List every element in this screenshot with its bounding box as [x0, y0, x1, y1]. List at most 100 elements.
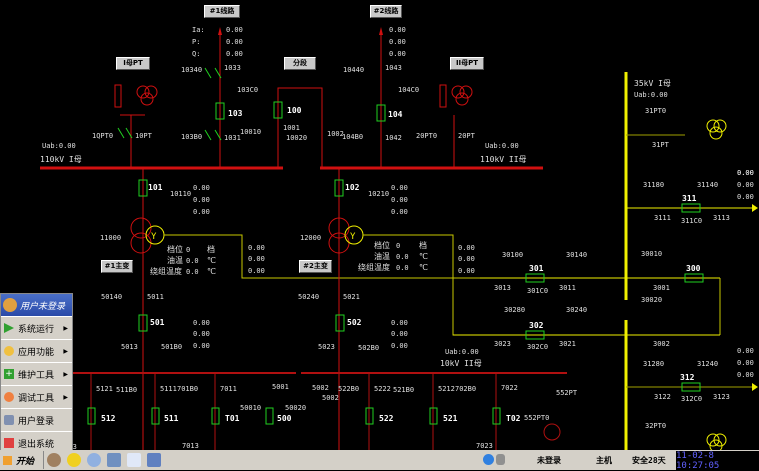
switch-1043[interactable]: 1043 [385, 64, 402, 72]
breaker-302[interactable] [525, 330, 545, 340]
switch-50140[interactable]: 50140 [101, 293, 122, 301]
switch-701b0[interactable]: 701B0 [177, 385, 198, 393]
tools-icon[interactable] [147, 453, 161, 467]
menu-item-login[interactable]: 用户登录 [1, 408, 72, 431]
switch-1002[interactable]: 1002 [327, 130, 344, 138]
switch-3002[interactable]: 3002 [653, 340, 670, 348]
pt2-bay[interactable]: 20PT0 20PT [416, 84, 476, 168]
switch-7013[interactable]: 7013 [182, 442, 199, 450]
pt1-button[interactable]: I母PT [116, 57, 150, 70]
switch-103c0[interactable]: 103C0 [237, 86, 258, 94]
switch-20pt0[interactable]: 20PT0 [416, 132, 437, 140]
switch-5023[interactable]: 5023 [318, 343, 335, 351]
feeder-522[interactable] [365, 373, 374, 450]
line2-button[interactable]: #2线路 [370, 5, 402, 18]
switch-31pt[interactable]: 31PT [652, 141, 670, 149]
tx2-button[interactable]: #2主变 [299, 260, 332, 273]
switch-50020[interactable]: 50020 [285, 404, 306, 412]
switch-7023[interactable]: 7023 [476, 442, 493, 450]
switch-11000[interactable]: 11000 [100, 234, 121, 242]
switch-3001[interactable]: 3001 [653, 284, 670, 292]
switch-50240[interactable]: 50240 [298, 293, 319, 301]
feeder-521[interactable] [429, 373, 438, 450]
breaker-502[interactable] [335, 314, 345, 332]
switch-3023[interactable]: 3023 [494, 340, 511, 348]
breaker-311[interactable] [681, 203, 701, 213]
document-icon[interactable] [127, 453, 141, 467]
switch-31280[interactable]: 31280 [643, 360, 664, 368]
switch-5002[interactable]: 5002 [312, 384, 329, 392]
switch-104c0[interactable]: 104C0 [398, 86, 419, 94]
switch-31180[interactable]: 31180 [643, 181, 664, 189]
feeder-511[interactable] [151, 373, 160, 450]
switch-103b0[interactable]: 103B0 [181, 133, 202, 141]
breaker-501[interactable] [138, 314, 148, 332]
switch-5021[interactable]: 5021 [343, 293, 360, 301]
switch-3123[interactable]: 3123 [713, 393, 730, 401]
speaker-icon[interactable] [496, 454, 505, 465]
breaker-312[interactable] [681, 382, 701, 392]
line2-bay[interactable]: 104 0.00 0.00 0.00 10440 1043 104C0 104B… [342, 26, 419, 168]
switch-10210[interactable]: 10210 [368, 190, 389, 198]
lock-app-icon[interactable] [107, 453, 121, 467]
switch-31240[interactable]: 31240 [697, 360, 718, 368]
switch-3113[interactable]: 3113 [713, 214, 730, 222]
breaker-301[interactable] [525, 273, 545, 283]
switch-10440[interactable]: 10440 [343, 66, 364, 74]
switch-5222[interactable]: 5222 [374, 385, 391, 393]
switch-3011[interactable]: 3011 [559, 284, 576, 292]
switch-702b0[interactable]: 702B0 [455, 385, 476, 393]
switch-12000[interactable]: 12000 [300, 234, 321, 242]
breaker-300[interactable] [684, 273, 704, 283]
switch-20pt[interactable]: 20PT [458, 132, 476, 140]
bulb-icon[interactable] [67, 453, 81, 467]
transformer-2[interactable]: 102 10210 0.00 0.00 0.00 Y 12000 档位 0 档 … [300, 168, 620, 450]
transformer-1[interactable]: 101 10110 0.00 0.00 0.00 Y 11000 档位 0 档 … [100, 168, 620, 450]
menu-item-debug[interactable]: 调试工具▶ [1, 385, 72, 408]
feeder-500[interactable] [265, 407, 274, 425]
tx1-button[interactable]: #1主变 [101, 260, 133, 273]
pt2-button[interactable]: II母PT [450, 57, 484, 70]
switch-3111[interactable]: 3111 [654, 214, 671, 222]
switch-5001[interactable]: 5001 [272, 383, 289, 391]
switch-10010[interactable]: 10010 [240, 128, 261, 136]
pt1-bay[interactable]: 1QPT0 10PT [92, 84, 158, 168]
switch-3122[interactable]: 3122 [654, 393, 671, 401]
switch-521b0[interactable]: 521B0 [393, 386, 414, 394]
switch-7022[interactable]: 7022 [501, 384, 518, 392]
switch-1pt[interactable]: 10PT [135, 132, 153, 140]
menu-item-maintenance[interactable]: +维护工具▶ [1, 362, 72, 385]
switch-3013[interactable]: 3013 [494, 284, 511, 292]
switch-10110[interactable]: 10110 [170, 190, 191, 198]
switch-5111[interactable]: 5111 [160, 385, 177, 393]
line1-bay[interactable]: 103 Ia: P: Q: 0.00 0.00 0.00 10340 1033 … [181, 26, 258, 168]
feeder-512[interactable] [87, 373, 96, 450]
switch-30280[interactable]: 30280 [504, 306, 525, 314]
switch-552pt[interactable]: 552PT [556, 389, 578, 397]
switch-511b0[interactable]: 511B0 [116, 386, 137, 394]
switch-7011[interactable]: 7011 [220, 385, 237, 393]
line1-button[interactable]: #1线路 [204, 5, 240, 18]
switch-1pt0[interactable]: 1QPT0 [92, 132, 113, 140]
switch-5011[interactable]: 5011 [147, 293, 164, 301]
switch-1033[interactable]: 1033 [224, 64, 241, 72]
network-icon[interactable] [483, 454, 494, 465]
switch-50010[interactable]: 50010 [240, 404, 261, 412]
switch-31pt0[interactable]: 31PT0 [645, 107, 666, 115]
switch-302c0[interactable]: 302C0 [527, 343, 548, 351]
switch-301c0[interactable]: 301C0 [527, 287, 548, 295]
switch-1042[interactable]: 1042 [385, 134, 402, 142]
feeder-t02[interactable] [492, 373, 501, 450]
switch-552pt0[interactable]: 552PT0 [524, 414, 549, 422]
section-bay[interactable]: 100 10010 1001 10020 1002 [240, 87, 344, 168]
feeder-t01[interactable] [211, 373, 220, 450]
switch-5002b[interactable]: 5002 [322, 394, 339, 402]
switch-1031[interactable]: 1031 [224, 134, 241, 142]
section-button[interactable]: 分段 [284, 57, 316, 70]
menu-item-exit[interactable]: 退出系统 [1, 431, 72, 454]
disc-icon[interactable] [87, 453, 101, 467]
switch-311c0[interactable]: 311C0 [681, 217, 702, 225]
switch-3021[interactable]: 3021 [559, 340, 576, 348]
switch-30140[interactable]: 30140 [566, 251, 587, 259]
switch-522b0[interactable]: 522B0 [338, 385, 359, 393]
